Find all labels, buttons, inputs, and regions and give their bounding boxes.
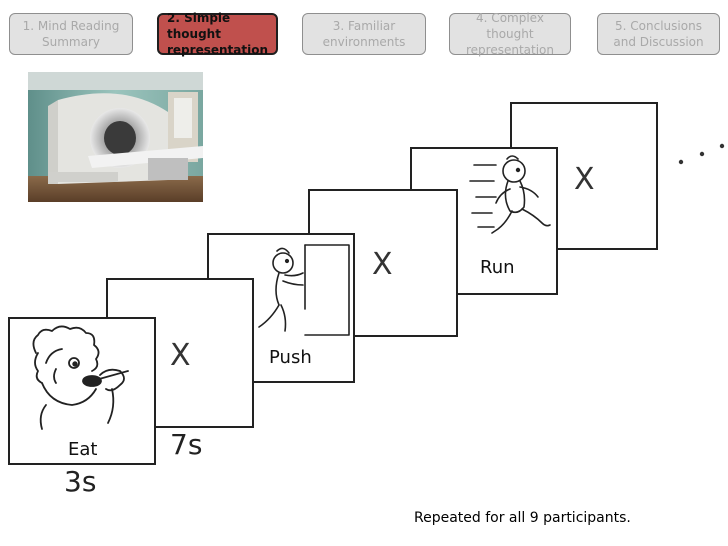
picture-duration-label: 3s (64, 465, 97, 498)
boy-running-icon (469, 155, 551, 234)
tab-conclusions-and-discussion[interactable]: 5. Conclusions and Discussion (597, 13, 720, 55)
frame-x-label: X (372, 247, 393, 282)
boy-eating-icon (32, 325, 129, 430)
footer-note: Repeated for all 9 participants. (414, 510, 631, 526)
frame-word-label: Eat (68, 439, 98, 460)
mri-scanner-icon (28, 72, 203, 202)
blank-duration-label: 7s (170, 428, 203, 461)
tab-familiar-environments[interactable]: 3. Familiar environments (302, 13, 426, 55)
frame-x-label: X (574, 162, 595, 197)
tab-mind-reading-summary[interactable]: 1. Mind Reading Summary (9, 13, 133, 55)
frame-word-label: Run (480, 257, 515, 278)
frame-word-label: Push (269, 347, 312, 368)
continuation-dots-icon (678, 143, 725, 165)
mri-scanner-photo (28, 72, 203, 202)
tab-simple-thought-representation[interactable]: 2. Simple thought representation (157, 11, 278, 57)
trial-frame-eat: Eat (8, 317, 156, 465)
frame-x-label: X (170, 338, 191, 373)
boy-pushing-icon (258, 244, 350, 336)
tab-complex-thought-representation[interactable]: 4. Complex thought representation (449, 11, 571, 57)
